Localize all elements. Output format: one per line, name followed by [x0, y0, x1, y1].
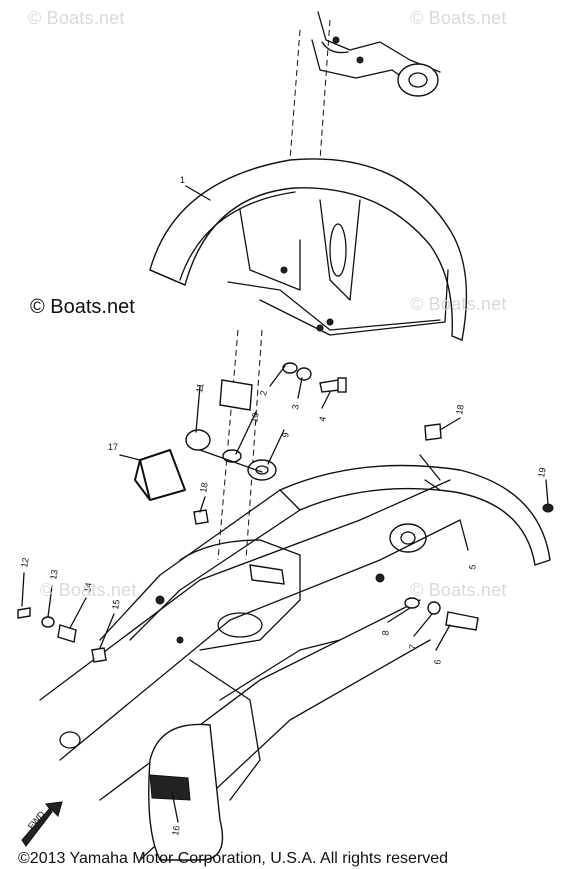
leader-lines	[21, 365, 549, 823]
part-number-18a: 18	[454, 404, 466, 416]
part-number-1: 1	[180, 175, 185, 185]
part-number-9: 9	[280, 432, 291, 439]
front-fender	[149, 158, 468, 341]
part-number-3: 3	[290, 404, 301, 411]
watermark-lower-right: © Boats.net	[410, 580, 507, 600]
fwd-arrow: FWD	[21, 801, 63, 847]
part-number-17: 17	[108, 442, 118, 452]
part-number-8: 8	[380, 630, 391, 637]
part-number-6: 6	[432, 659, 443, 666]
part-number-5: 5	[467, 564, 478, 571]
part-number-14: 14	[82, 582, 94, 594]
watermark-top-left: © Boats.net	[28, 8, 125, 28]
part-number-7: 7	[407, 644, 418, 651]
watermark-mid-right: © Boats.net	[410, 294, 507, 314]
rear-fender	[99, 454, 551, 641]
part-number-13: 13	[48, 569, 60, 581]
rear-mudguard-lower	[148, 723, 224, 861]
watermark-top-right: © Boats.net	[410, 8, 507, 28]
part-number-19: 19	[536, 467, 548, 479]
part-number-4: 4	[317, 416, 328, 423]
watermark-mid-left: © Boats.net	[30, 296, 135, 318]
wire-bracket	[134, 449, 186, 501]
watermark-lower-center: © Boats.net	[40, 580, 137, 600]
part-number-15: 15	[110, 599, 122, 611]
part-number-12: 12	[19, 557, 31, 569]
part-number-16: 16	[170, 825, 182, 837]
steering-head	[289, 11, 441, 161]
part-number-2: 2	[258, 390, 269, 397]
frame-structure	[39, 479, 461, 861]
part-number-18b: 18	[198, 482, 210, 494]
part-number-labels: 1 2 3 4 5 6 7 8 9 10 11 12 13 14 15 16 1…	[19, 175, 548, 836]
copyright-notice: ©2013 Yamaha Motor Corporation, U.S.A. A…	[18, 850, 449, 867]
mounting-hardware	[185, 362, 347, 481]
part-number-10: 10	[249, 412, 261, 424]
